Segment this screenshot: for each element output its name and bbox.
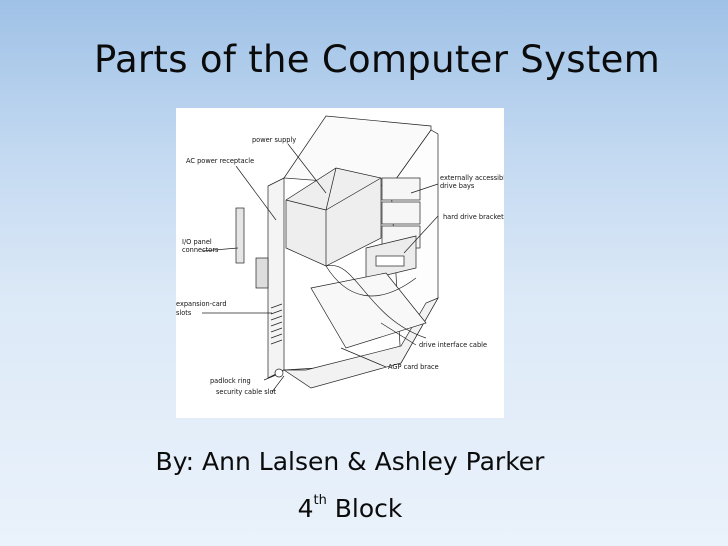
block-word: Block bbox=[334, 494, 403, 523]
label-ac-power-receptacle: AC power receptacle bbox=[186, 157, 254, 165]
label-hard-drive-bracket: hard drive bracket bbox=[443, 213, 504, 221]
computer-diagram: power supply AC power receptacle externa… bbox=[176, 108, 504, 418]
block-number: 4 bbox=[297, 494, 314, 523]
label-io-panel-line1: I/O panel bbox=[182, 238, 212, 246]
label-security-cable-slot: security cable slot bbox=[216, 388, 277, 396]
computer-chassis-illustration: power supply AC power receptacle externa… bbox=[176, 115, 504, 396]
label-expansion-card-line1: expansion-card bbox=[176, 300, 227, 308]
label-padlock-ring: padlock ring bbox=[210, 377, 251, 385]
byline: By: Ann Lalsen & Ashley Parker bbox=[155, 447, 545, 476]
label-expansion-card-line2: slots bbox=[176, 309, 192, 317]
label-drive-interface-cable: drive interface cable bbox=[419, 341, 487, 349]
block-suffix: th bbox=[313, 492, 327, 508]
slide-title: Parts of the Computer System bbox=[94, 38, 661, 81]
label-agp-card-brace: AGP card brace bbox=[388, 363, 439, 371]
class-block: 4th Block bbox=[0, 492, 700, 523]
label-power-supply: power supply bbox=[252, 136, 296, 144]
label-io-panel-line2: connectors bbox=[182, 246, 219, 254]
label-externally-accessible-line2: drive bays bbox=[440, 182, 475, 190]
label-externally-accessible-line1: externally accessible bbox=[440, 174, 504, 182]
